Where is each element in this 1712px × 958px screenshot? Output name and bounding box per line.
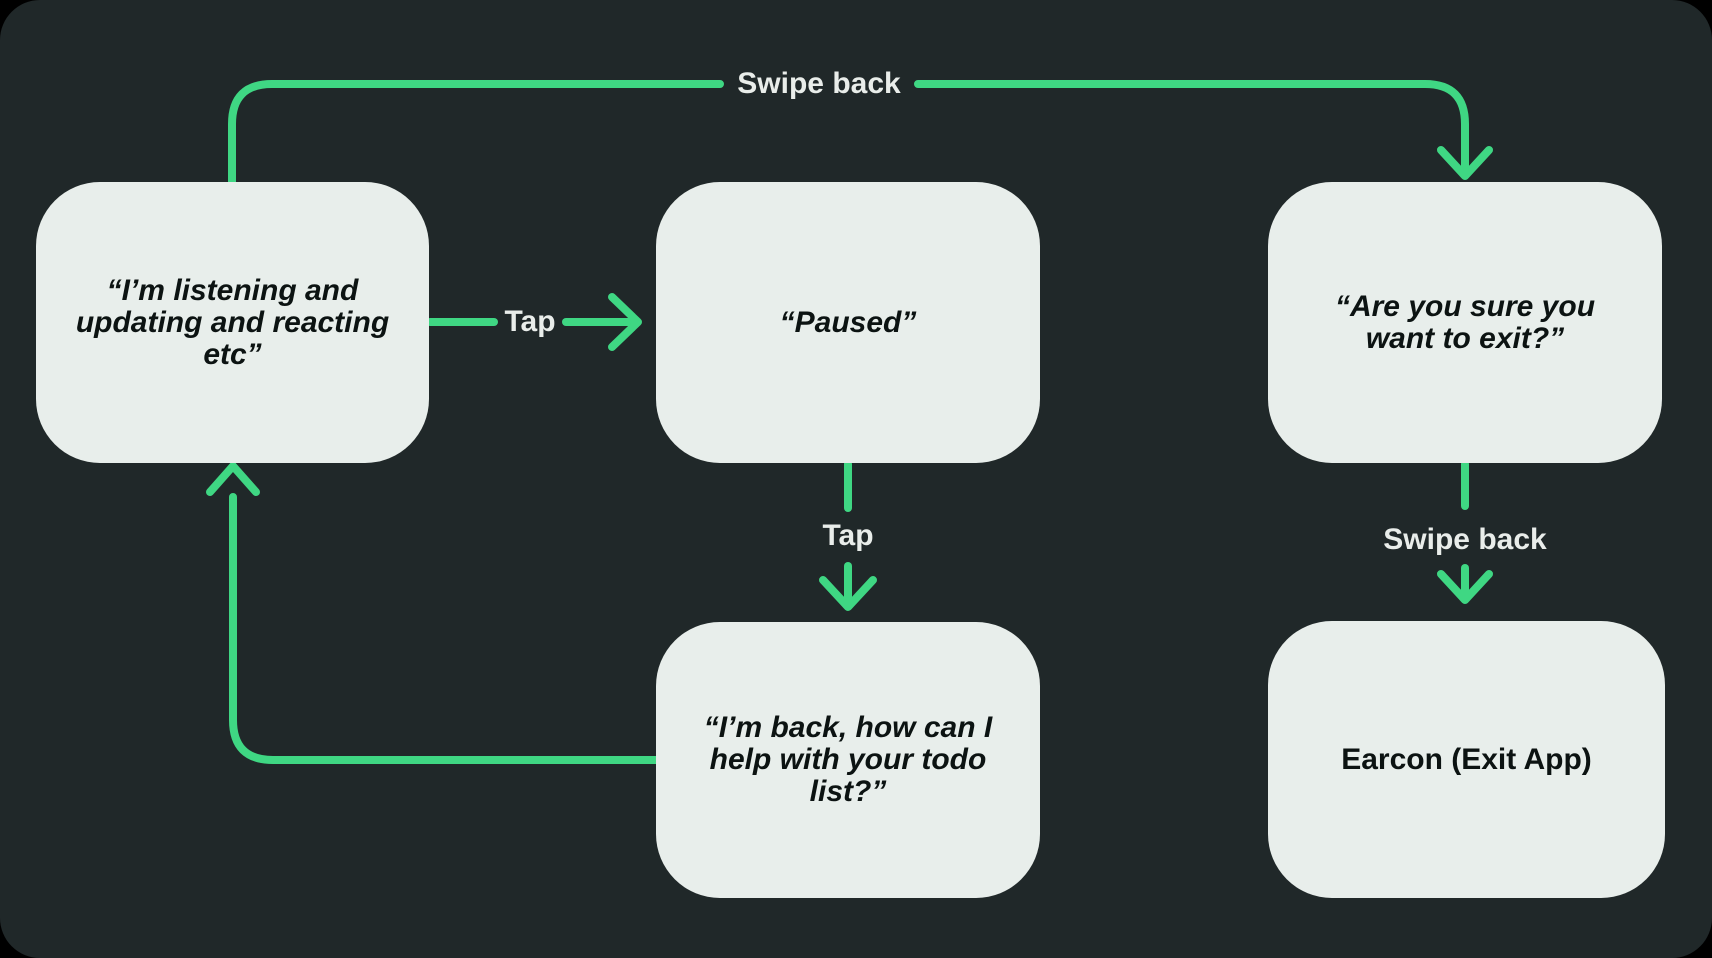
arrow-head-up-into-listening — [206, 462, 260, 496]
node-text-line: list?” — [809, 775, 887, 808]
edge-label-swipe-back-top: Swipe back — [737, 67, 901, 100]
node-back-state: “I’m back, how can I help with your todo… — [656, 622, 1040, 898]
arrow-head-down-into-exit-confirm — [1437, 146, 1493, 180]
node-earcon-exit-app: Earcon (Exit App) — [1268, 621, 1665, 898]
node-text-line: “Are you sure you — [1334, 289, 1596, 323]
node-exit-confirm-state: “Are you sure you want to exit?” — [1268, 182, 1662, 463]
node-paused-state: “Paused” — [656, 182, 1040, 463]
node-text-line: etc” — [203, 337, 262, 371]
node-text-line: “I’m back, how can I — [703, 711, 993, 744]
node-text-line: help with your todo — [709, 743, 987, 776]
arrow-swipe-back-top-left-segment — [228, 80, 724, 186]
node-text-line: Earcon (Exit App) — [1341, 742, 1592, 776]
edge-label-swipe-back-right: Swipe back — [1383, 523, 1547, 556]
edge-label-tap-horizontal: Tap — [504, 305, 556, 338]
node-text-line: “Paused” — [779, 305, 917, 339]
arrow-head-down-into-back — [819, 576, 877, 611]
node-text-line: want to exit?” — [1365, 321, 1565, 355]
arrow-return-back-to-listening — [229, 493, 660, 764]
arrow-head-down-into-earcon — [1437, 570, 1493, 604]
edge-label-tap-vertical: Tap — [822, 519, 874, 552]
arrow-head-right-into-paused — [608, 293, 642, 351]
arrow-swipe-back-top-right-segment — [914, 80, 1469, 172]
node-listening-state: “I’m listening and updating and reacting… — [36, 182, 429, 463]
node-text-line: updating and reacting — [75, 305, 390, 339]
node-text-line: “I’m listening and — [106, 273, 359, 307]
